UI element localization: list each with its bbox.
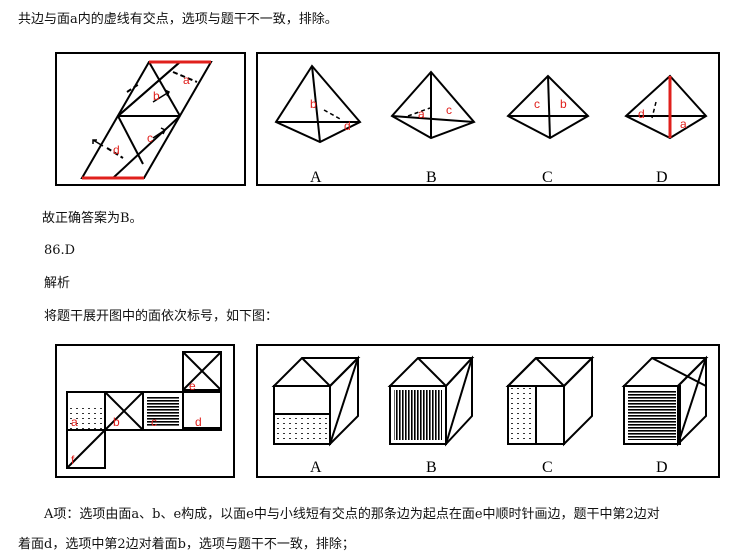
fig1-option-A: A <box>310 169 322 186</box>
optD-label-a: a <box>680 117 687 131</box>
net2-label-b: b <box>113 415 120 429</box>
optD-label-d: d <box>638 107 645 121</box>
text-line-1: 共边与面a内的虚线有交点，选项与题干不一致，排除。 <box>18 12 338 27</box>
figure2-options-frame: A B C D <box>256 344 720 478</box>
figure1-net-frame: a b c d <box>55 52 246 186</box>
optB-label-a: a <box>418 107 425 121</box>
fig2-option-B: B <box>426 459 437 476</box>
text-line-5: 将题干展开图中的面依次标号，如下图： <box>44 309 279 324</box>
question-number: 86.D <box>44 243 76 258</box>
optC-label-c: c <box>534 97 540 111</box>
analysis-heading: 解析 <box>44 276 71 291</box>
net2-label-e: e <box>189 379 196 393</box>
optC-label-b: b <box>560 97 567 111</box>
fig1-option-B: B <box>426 169 437 186</box>
optB-label-c: c <box>446 103 452 117</box>
net2-label-c: c <box>151 415 157 429</box>
net2-label-a: a <box>71 415 78 429</box>
fig1-option-D: D <box>656 169 668 186</box>
fig2-option-D: D <box>656 459 668 476</box>
fig2-option-C: C <box>542 459 553 476</box>
net2-label-f: f <box>71 453 75 467</box>
optA-label-b: b <box>310 97 317 111</box>
optA-label-d: d <box>344 119 351 133</box>
net2-label-d: d <box>195 415 202 429</box>
figure2-net-frame: a b c d e f <box>55 344 235 478</box>
fig2-option-A: A <box>310 459 322 476</box>
figure1-options-frame: b d a c c b d a A B C D <box>256 52 720 186</box>
net1-label-d: d <box>113 143 120 157</box>
figure2-net-drawing: a b c d e f <box>66 351 222 469</box>
fig1-option-C: C <box>542 169 553 186</box>
answer-line: 故正确答案为B。 <box>42 211 143 226</box>
net1-label-c: c <box>147 131 153 145</box>
figure1-options-drawing: b d a c c b d a A B C D <box>274 64 708 186</box>
net1-label-a: a <box>183 73 190 87</box>
figure2-options-drawing: A B C D <box>271 355 709 476</box>
net1-label-b: b <box>153 89 160 103</box>
text-line-7: 着面d，选项中第2边对着面b，选项与题干不一致，排除； <box>18 537 355 552</box>
text-line-6: A项：选项由面a、b、e构成，以面e中与小线短有交点的那条边为起点在面e中顺时针… <box>44 507 660 522</box>
figure1-net-drawing: a b c d <box>80 60 213 180</box>
